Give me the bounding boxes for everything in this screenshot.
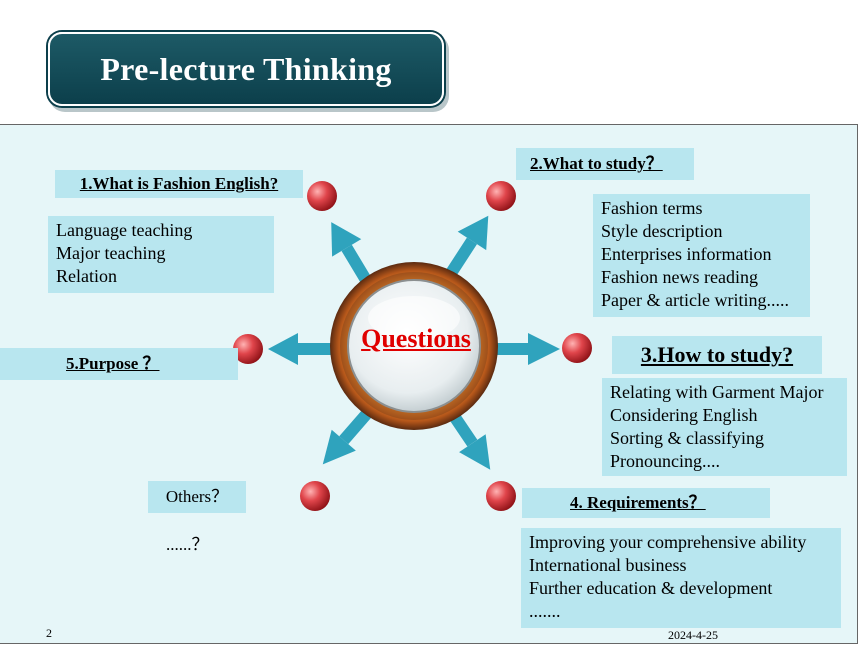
- list-item: Language teaching: [56, 220, 193, 240]
- list-item: Relation: [56, 266, 117, 286]
- list-item: Relating with Garment Major: [610, 382, 824, 402]
- center-label: Questions: [361, 324, 471, 353]
- q5-label: 5.Purpose ？: [0, 348, 238, 380]
- list-item: Fashion terms: [601, 198, 703, 218]
- node-ball-q2: [486, 181, 516, 211]
- node-ball-q4: [486, 481, 516, 511]
- list-item: Paper & article writing.....: [601, 290, 789, 310]
- arrow-left: [268, 333, 338, 365]
- q4-list: Improving your comprehensive ability Int…: [521, 528, 841, 628]
- list-item: International business: [529, 555, 687, 575]
- page-number: 2: [46, 626, 52, 640]
- list-item: Further education & development: [529, 578, 773, 598]
- list-item: Considering English: [610, 405, 758, 425]
- page-title: Pre-lecture Thinking: [100, 50, 392, 87]
- q1-list: Language teaching Major teaching Relatio…: [48, 216, 274, 293]
- list-item: Fashion news reading: [601, 267, 758, 287]
- list-item: Pronouncing....: [610, 451, 720, 471]
- arrow-down-left: [322, 406, 375, 465]
- node-ball-q3: [562, 333, 592, 363]
- q3-list: Relating with Garment Major Considering …: [602, 378, 847, 476]
- list-item: Sorting & classifying: [610, 428, 764, 448]
- title-banner: Pre-lecture Thinking: [48, 32, 444, 106]
- q4-label: 4. Requirements？: [522, 488, 770, 518]
- q3-label: 3.How to study?: [612, 336, 822, 374]
- list-item: Major teaching: [56, 243, 166, 263]
- q2-label: 2.What to study？: [516, 148, 694, 180]
- others-label: Others？: [148, 481, 246, 513]
- footer-date: 2024-4-25: [668, 628, 718, 642]
- q1-label: 1.What is Fashion English?: [55, 170, 303, 198]
- arrow-right: [488, 333, 560, 365]
- list-item: Enterprises information: [601, 244, 772, 264]
- node-ball-q5: [233, 334, 263, 364]
- q2-list: Fashion terms Style description Enterpri…: [593, 194, 810, 317]
- others-sub: ......？: [166, 535, 209, 554]
- list-item: .......: [529, 601, 561, 621]
- node-ball-q1: [307, 181, 337, 211]
- list-item: Style description: [601, 221, 723, 241]
- list-item: Improving your comprehensive ability: [529, 532, 807, 552]
- node-ball-others: [300, 481, 330, 511]
